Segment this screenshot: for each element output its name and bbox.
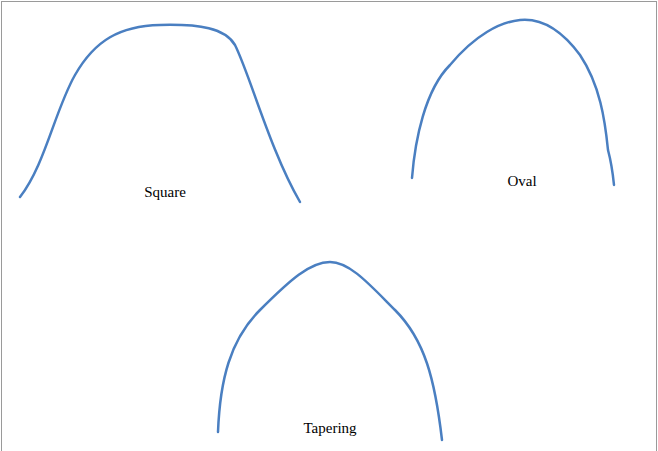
- arch-form-label: Square: [144, 184, 186, 201]
- arch-form-label: Oval: [507, 173, 536, 190]
- square-arch-curve: [20, 25, 300, 202]
- tapering-arch-curve: [218, 262, 442, 440]
- oval-arch-curve: [412, 20, 614, 185]
- arch-form-label: Tapering: [303, 420, 356, 437]
